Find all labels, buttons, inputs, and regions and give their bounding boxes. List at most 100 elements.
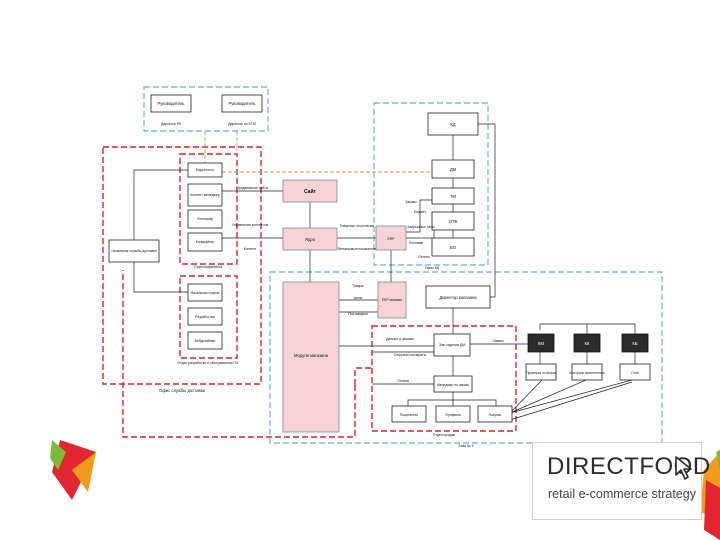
box-nachalnik-sd [108, 239, 160, 263]
edge-label-7: Бюджет [414, 210, 427, 214]
red-loop [354, 367, 372, 385]
box-nachalnik-otdela-label: Начальник отдела [191, 291, 220, 295]
box-tm-label: ТМ [450, 194, 457, 199]
box-sub1 [525, 363, 557, 381]
box-otb-label: ОТБ [449, 219, 458, 224]
leaf-decor-left-2 [50, 440, 66, 470]
box-kontent [187, 183, 223, 207]
edge-label-4: Товарные отклонения [340, 224, 375, 228]
leaf-decor-right-3 [716, 450, 720, 470]
box-sait-label: Сайт [304, 188, 317, 195]
box-copywriter [187, 232, 223, 252]
box-ruk2-label: Руководитель [229, 101, 257, 106]
box-sub2-label: Контроль выполнения [570, 371, 605, 375]
box-razrabotchik-label: Разработчик [195, 315, 215, 319]
box-erp1-label: ERP [388, 237, 396, 241]
box-sait [282, 179, 338, 203]
box-bo-label: БО [450, 245, 457, 250]
conn-16 [478, 123, 496, 298]
box-kk [573, 333, 601, 353]
edge-label-5: Финансовые показатели [338, 247, 377, 251]
edge-label-16: Оплата [397, 379, 409, 383]
leaf-decor-right-2 [704, 480, 720, 540]
box-direktor-label: Директор магазина [439, 295, 477, 300]
box-ks-label: КБ [632, 341, 637, 346]
box-erp2 [377, 281, 407, 319]
box-yadro [282, 227, 338, 251]
box-dm-label: ДМ [450, 167, 457, 172]
box-menedzher-zakaza [433, 375, 473, 393]
box-ruk1 [150, 94, 192, 113]
box-razrabotchik [187, 307, 223, 326]
caption-otdel-marketinga: Отдел маркетинга [194, 265, 223, 269]
conn-34 [133, 169, 188, 180]
box-nachalnik-sd-label: Начальник службы доставки [111, 249, 156, 253]
conn-19 [539, 323, 636, 334]
edge-label-8: Закупочные цены [407, 225, 435, 229]
edge-label-6: Заказы [405, 200, 417, 204]
box-start-dm [433, 333, 471, 357]
edge-label-12: Цены [354, 296, 363, 300]
caption-ofis-kd: Офис КД [425, 266, 440, 270]
box-yadro-label: Ядро [305, 237, 316, 242]
group-otdel-marketinga [179, 153, 238, 265]
box-fulfillment [435, 405, 471, 423]
edge-label-1: Продвижение сайта [236, 186, 268, 190]
red-loop-bottom [122, 270, 356, 438]
group-otdel-prodazh [371, 325, 517, 432]
box-otb [431, 211, 475, 231]
box-km-label: КМ [538, 341, 544, 346]
conn-24 [509, 379, 543, 414]
box-km [527, 333, 555, 353]
box-ruk2 [221, 94, 263, 113]
group-ofis-kd [373, 102, 489, 266]
edge-label-2: Управление контентом [232, 223, 269, 227]
box-webdesigner [187, 331, 223, 350]
box-copywriter-label: Копирайтер [196, 240, 215, 244]
box-marketolog-label: Маркетолог [196, 168, 215, 172]
box-pokupatel [391, 405, 427, 423]
edge-label-15: Отгрузки и возвраты [394, 353, 427, 357]
caption-otdel-razrabotki: Отдел разработки и обслуживания ПО [178, 361, 239, 365]
box-pokupki-label: Покупки [489, 413, 502, 417]
group-otdel-razrabotki [179, 275, 238, 359]
conn-26 [509, 379, 633, 414]
box-marketolog [187, 162, 223, 178]
conn-36 [133, 262, 188, 293]
logo-tagline: retail e-commerce strategy [548, 487, 696, 501]
edge-label-13: Поставщики [348, 312, 367, 316]
caption-ofis-sd: Офис службы доставки [159, 388, 206, 393]
conn-25 [509, 379, 587, 414]
box-menedzher-zakaza-label: Менеджер по заказу [437, 383, 469, 387]
conn-30 [453, 399, 497, 406]
box-kontent-label: Контент менеджер [190, 193, 220, 197]
caption-baza: База № 4 [459, 444, 474, 448]
group-top-leaders [143, 86, 269, 132]
box-fotograf [187, 209, 223, 229]
box-fotograf-label: Фотограф [197, 217, 213, 221]
group-ofis-sd [102, 146, 262, 385]
conn-29 [407, 392, 454, 406]
edge-label-3: Контент [244, 247, 257, 251]
box-modul [282, 281, 340, 433]
conn-11 [406, 199, 432, 233]
cursor-icon [675, 456, 692, 480]
box-kd [427, 112, 479, 136]
conn-27 [509, 381, 633, 421]
box-sub2 [571, 363, 603, 381]
caption-ruk1: Директор РК [161, 122, 181, 126]
box-fulfillment-label: Фулфилм [445, 413, 461, 417]
box-sub3 [619, 363, 651, 381]
group-baza [269, 271, 663, 444]
box-start-dm-label: Зав отделом ДМ [439, 343, 465, 347]
box-ks [621, 333, 649, 353]
edge-label-11: Товары [352, 284, 364, 288]
box-kk-label: КК [585, 341, 590, 346]
directfood-logo: DIRECTFOOD retail e-commerce strategy [532, 442, 710, 520]
box-dm [431, 159, 475, 179]
box-kd-label: КД [450, 122, 455, 127]
box-bo [431, 237, 475, 257]
edge-label-10: Отчеты [418, 255, 430, 259]
box-sub3-label: Стоп [631, 371, 639, 375]
